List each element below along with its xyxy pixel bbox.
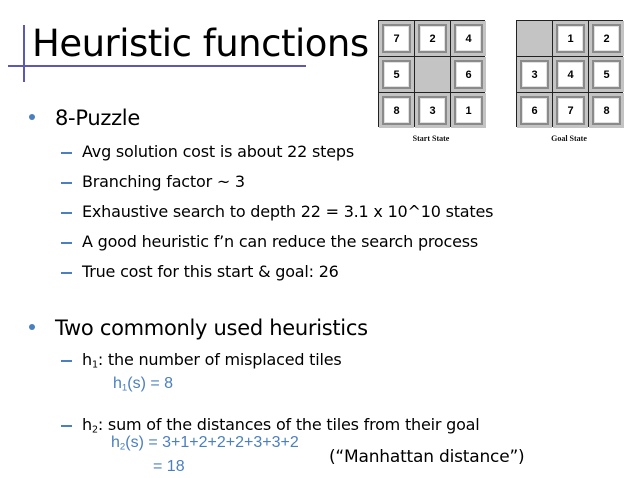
h-subscript: 2	[91, 424, 98, 436]
puzzle-cell: 6	[451, 57, 486, 92]
puzzle-tile: 4	[454, 24, 483, 53]
h-symbol: h	[82, 415, 92, 434]
h-symbol: h	[82, 350, 92, 369]
puzzle-tile: 4	[556, 60, 585, 89]
formula-text: (s) = 3+1+2+2+2+3+3+2	[125, 434, 299, 451]
h-subscript: 2	[119, 441, 126, 453]
puzzle-cell: 8	[379, 93, 414, 128]
bullet-dot-icon	[29, 324, 35, 330]
slide-title: Heuristic functions	[32, 22, 369, 65]
h2-formula: h2(s) = 3+1+2+2+2+3+3+2	[111, 434, 299, 452]
sub-bullet: Exhaustive search to depth 22 = 3.1 x 10…	[61, 201, 494, 223]
puzzle-tile: 6	[520, 96, 549, 125]
sub-bullet-text: A good heuristic f’n can reduce the sear…	[82, 232, 479, 251]
h-subscript: 1	[121, 382, 128, 394]
manhattan-distance-note: (“Manhattan distance”)	[329, 447, 525, 467]
dash-icon	[61, 425, 72, 427]
dash-icon	[61, 152, 72, 154]
puzzle-cell: 5	[379, 57, 414, 92]
dash-icon	[61, 272, 72, 274]
puzzle-tile: 8	[592, 96, 621, 125]
puzzle-tile: 5	[592, 60, 621, 89]
puzzle-cell: 4	[451, 21, 486, 56]
dash-icon	[61, 182, 72, 184]
puzzle-tile: 1	[454, 96, 483, 125]
dash-icon	[61, 360, 72, 362]
sub-bullet-h2: h2: sum of the distances of the tiles fr…	[61, 414, 480, 436]
sub-bullet: A good heuristic f’n can reduce the sear…	[61, 231, 479, 253]
puzzle-cell: 3	[415, 93, 450, 128]
goal-state-label: Goal State	[551, 134, 587, 143]
h2-total: = 18	[153, 458, 185, 475]
sub-bullet: Branching factor ~ 3	[61, 171, 245, 193]
sub-bullet: True cost for this start & goal: 26	[61, 261, 339, 283]
bullet-text: Two commonly used heuristics	[55, 316, 368, 340]
sub-bullet-text: True cost for this start & goal: 26	[82, 262, 339, 281]
puzzle-tile: 8	[382, 96, 411, 125]
puzzle-tile: 2	[418, 24, 447, 53]
puzzle-cell: 6	[517, 93, 552, 128]
sub-bullet-text: : the number of misplaced tiles	[97, 350, 342, 369]
puzzle-tile: 7	[556, 96, 585, 125]
puzzle-tile: 6	[454, 60, 483, 89]
title-accent-horizontal-line	[8, 65, 306, 67]
puzzle-cell: 8	[589, 93, 624, 128]
puzzle-cell: 1	[553, 21, 588, 56]
puzzle-cell: 2	[415, 21, 450, 56]
puzzle-tile: 2	[592, 24, 621, 53]
title-accent-vertical-line	[23, 25, 25, 82]
dash-icon	[61, 212, 72, 214]
goal-state-puzzle: 1 2 3 4 5 6 7 8 Goal State	[516, 20, 624, 143]
sub-bullet-text: : sum of the distances of the tiles from…	[97, 415, 480, 434]
puzzle-cell: 4	[553, 57, 588, 92]
dash-icon	[61, 242, 72, 244]
bullet-text: 8-Puzzle	[55, 106, 140, 130]
puzzle-blank-cell	[415, 57, 450, 92]
bullet-dot-icon	[29, 114, 35, 120]
sub-bullet-text: Branching factor ~ 3	[82, 172, 245, 191]
puzzle-cell: 2	[589, 21, 624, 56]
bullet-8-puzzle: 8-Puzzle	[29, 105, 140, 131]
puzzle-cell: 7	[553, 93, 588, 128]
puzzle-tile: 7	[382, 24, 411, 53]
sub-bullet-text: Exhaustive search to depth 22 = 3.1 x 10…	[82, 202, 494, 221]
puzzle-tile: 3	[520, 60, 549, 89]
start-state-puzzle: 7 2 4 5 6 8 3 1 Start State	[378, 20, 486, 143]
h1-formula: h1(s) = 8	[113, 375, 173, 393]
puzzle-cell: 5	[589, 57, 624, 92]
puzzle-cell: 1	[451, 93, 486, 128]
puzzle-tile: 3	[418, 96, 447, 125]
formula-text: (s) = 8	[127, 375, 174, 392]
h-symbol: h	[113, 375, 122, 392]
puzzle-cell: 7	[379, 21, 414, 56]
puzzle-tile: 5	[382, 60, 411, 89]
sub-bullet: Avg solution cost is about 22 steps	[61, 141, 354, 163]
h-symbol: h	[111, 434, 120, 451]
sub-bullet-h1: h1: the number of misplaced tiles	[61, 349, 342, 371]
start-state-label: Start State	[412, 134, 450, 143]
goal-state-grid: 1 2 3 4 5 6 7 8	[516, 20, 624, 128]
bullet-two-heuristics: Two commonly used heuristics	[29, 315, 368, 341]
sub-bullet-text: Avg solution cost is about 22 steps	[82, 142, 354, 161]
puzzle-tile: 1	[556, 24, 585, 53]
puzzle-blank-cell	[517, 21, 552, 56]
h-subscript: 1	[91, 359, 98, 371]
puzzle-cell: 3	[517, 57, 552, 92]
start-state-grid: 7 2 4 5 6 8 3 1	[378, 20, 486, 128]
